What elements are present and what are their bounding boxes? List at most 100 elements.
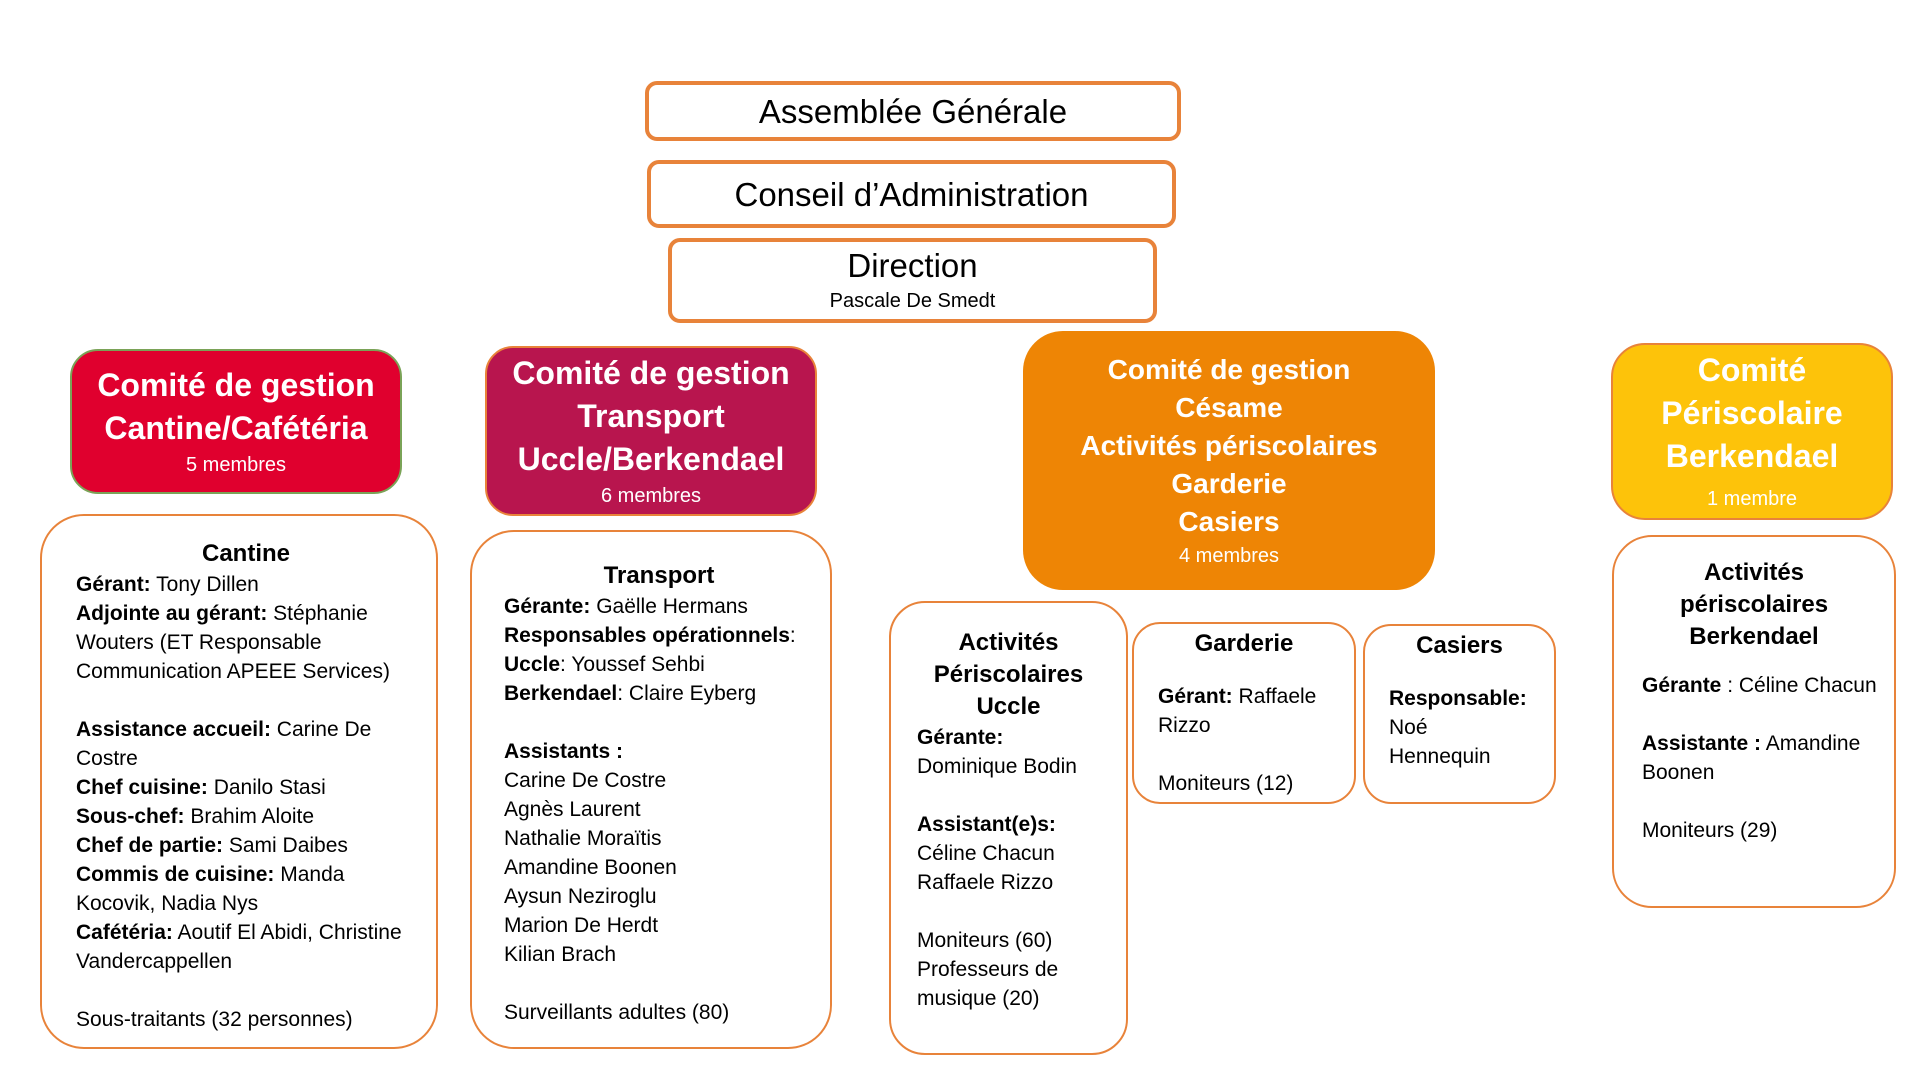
assistant-item: Carine De Costre bbox=[504, 769, 667, 792]
committee-cantine: Comité de gestion Cantine/Cafétéria 5 me… bbox=[70, 349, 402, 494]
unit-title: Activités Périscolaires Uccle bbox=[933, 629, 1084, 720]
row-value: : Youssef Sehbi bbox=[560, 653, 705, 676]
unit-footer: Moniteurs (12) bbox=[1158, 772, 1294, 795]
unit-row: Gérante: bbox=[917, 726, 1004, 749]
committee-members: 1 membre bbox=[1706, 488, 1798, 510]
row-value: Aoutif El Abidi, Christine Vandercappell… bbox=[76, 921, 402, 973]
row-value: Carine De Costre bbox=[76, 718, 372, 770]
unit-casiers: Casiers Responsable: Noé Hennequin bbox=[1363, 624, 1556, 804]
row-label: Gérant: bbox=[76, 573, 151, 596]
row-value: : Claire Eyberg bbox=[617, 682, 757, 705]
committee-members: 6 membres bbox=[600, 484, 702, 507]
unit-row: Cafétéria: Aoutif El Abidi, Christine Va… bbox=[76, 918, 416, 976]
unit-title: Transport bbox=[603, 562, 715, 589]
committee-line: Comité de gestion bbox=[1107, 353, 1351, 385]
direction-name: Pascale De Smedt bbox=[829, 289, 996, 312]
conseil-administration-label: Conseil d’Administration bbox=[734, 175, 1089, 213]
unit-transport: Transport Gérante: Gaëlle Hermans Respon… bbox=[470, 530, 832, 1049]
committee-line: Activités périscolaires bbox=[1080, 429, 1378, 461]
row-value: Danilo Stasi bbox=[207, 776, 326, 799]
row-label: Adjointe au gérant: bbox=[76, 602, 268, 625]
committee-line: Cantine/Cafétéria bbox=[104, 409, 368, 446]
unit-activites-uccle: Activités Périscolaires Uccle Gérante: D… bbox=[889, 601, 1128, 1055]
committee-line: Césame bbox=[1175, 391, 1283, 423]
unit-footer: Moniteurs (60) bbox=[917, 929, 1053, 952]
committee-line: Casiers bbox=[1178, 505, 1280, 537]
direction-box: Direction Pascale De Smedt bbox=[668, 238, 1157, 323]
row-label: Sous-chef: bbox=[76, 805, 185, 828]
assistant-item: Céline Chacun bbox=[917, 842, 1055, 865]
assistant-item: Raffaele Rizzo bbox=[917, 871, 1054, 894]
unit-row: Assistante : Amandine Boonen bbox=[1642, 732, 1861, 784]
row-label: Assistance accueil: bbox=[76, 718, 271, 741]
assistant-item: Kilian Brach bbox=[504, 943, 617, 966]
row-value: Sami Daibes bbox=[223, 834, 348, 857]
row-label: Gérante: bbox=[504, 595, 591, 618]
committee-line: Berkendael bbox=[1665, 438, 1839, 474]
row-label: Uccle bbox=[504, 653, 561, 676]
unit-footer: Professeurs de musique (20) bbox=[917, 958, 1059, 1010]
unit-row: Berkendael: Claire Eyberg bbox=[504, 679, 814, 708]
unit-title: Garderie bbox=[1194, 630, 1294, 657]
unit-row: Gérante : Céline Chacun bbox=[1642, 674, 1877, 697]
unit-row: Assistant(e)s: bbox=[917, 813, 1056, 836]
assistant-item: Marion De Herdt bbox=[504, 914, 659, 937]
committee-periscolaire-berkendael: Comité Périscolaire Berkendael 1 membre bbox=[1611, 343, 1893, 520]
unit-row: Responsables opérationnels: bbox=[504, 621, 814, 650]
assistant-item: Nathalie Moraïtis bbox=[504, 827, 662, 850]
unit-title: Activités périscolaires Berkendael bbox=[1679, 559, 1829, 650]
unit-garderie: Garderie Gérant: Raffaele Rizzo Moniteur… bbox=[1132, 622, 1356, 804]
row-label: Cafétéria: bbox=[76, 921, 173, 944]
unit-row: Uccle: Youssef Sehbi bbox=[504, 650, 814, 679]
unit-row: Gérant: Tony Dillen bbox=[76, 570, 416, 599]
conseil-administration-box: Conseil d’Administration bbox=[647, 160, 1176, 228]
committee-line: Comité de gestion bbox=[97, 366, 375, 403]
unit-footer: Moniteurs (29) bbox=[1642, 819, 1778, 842]
unit-row: Gérant: Raffaele Rizzo bbox=[1158, 685, 1317, 737]
unit-row: Dominique Bodin bbox=[917, 755, 1077, 778]
row-label: Chef de partie: bbox=[76, 834, 224, 857]
row-label: Berkendael bbox=[504, 682, 618, 705]
assistant-item: Agnès Laurent bbox=[504, 798, 641, 821]
unit-footer: Surveillants adultes (80) bbox=[504, 1001, 730, 1024]
unit-row: Noé Hennequin bbox=[1389, 716, 1491, 768]
row-label: Chef cuisine: bbox=[76, 776, 208, 799]
row-value: Stéphanie Wouters (ET Responsable Commun… bbox=[76, 602, 390, 683]
committee-line: Transport bbox=[577, 397, 725, 434]
unit-row: Gérante: Gaëlle Hermans bbox=[504, 592, 814, 621]
unit-activites-berkendael: Activités périscolaires Berkendael Géran… bbox=[1612, 535, 1896, 908]
direction-title: Direction bbox=[847, 246, 978, 284]
unit-footer: Sous-traitants (32 personnes) bbox=[76, 1008, 353, 1031]
committee-line: Garderie bbox=[1171, 467, 1287, 499]
unit-title: Cantine bbox=[201, 540, 290, 567]
assistants-label: Assistants : bbox=[504, 740, 624, 763]
committee-line: Périscolaire bbox=[1661, 395, 1843, 431]
committee-members: 5 membres bbox=[185, 453, 287, 476]
unit-row: Responsable: bbox=[1389, 687, 1527, 710]
unit-row: Sous-chef: Brahim Aloite bbox=[76, 802, 416, 831]
committee-line: Comité de gestion bbox=[512, 354, 790, 391]
unit-row: Chef de partie: Sami Daibes bbox=[76, 831, 416, 860]
row-label: Commis de cuisine: bbox=[76, 863, 275, 886]
unit-row: Assistance accueil: Carine De Costre bbox=[76, 715, 416, 773]
unit-row: Chef cuisine: Danilo Stasi bbox=[76, 773, 416, 802]
assistant-item: Amandine Boonen bbox=[504, 856, 677, 879]
row-value: Brahim Aloite bbox=[184, 805, 315, 828]
committee-cesame: Comité de gestion Césame Activités péris… bbox=[1023, 331, 1435, 590]
row-value: : bbox=[789, 624, 796, 647]
unit-title: Casiers bbox=[1416, 632, 1503, 659]
row-value: Manda Kocovik, Nadia Nys bbox=[76, 863, 345, 915]
unit-row: Commis de cuisine: Manda Kocovik, Nadia … bbox=[76, 860, 416, 918]
committee-transport: Comité de gestion Transport Uccle/Berken… bbox=[485, 346, 817, 516]
assemblee-generale-box: Assemblée Générale bbox=[645, 81, 1181, 141]
assemblee-generale-label: Assemblée Générale bbox=[758, 92, 1068, 130]
row-value: Gaëlle Hermans bbox=[590, 595, 748, 618]
unit-row: Adjointe au gérant: Stéphanie Wouters (E… bbox=[76, 599, 416, 686]
committee-members: 4 membres bbox=[1178, 544, 1280, 567]
committee-line: Uccle/Berkendael bbox=[517, 440, 785, 477]
assistant-item: Aysun Neziroglu bbox=[504, 885, 657, 908]
unit-cantine: Cantine Gérant: Tony Dillen Adjointe au … bbox=[40, 514, 438, 1049]
row-label: Responsables opérationnels bbox=[504, 624, 790, 647]
row-value: Tony Dillen bbox=[150, 573, 259, 596]
committee-line: Comité bbox=[1697, 352, 1807, 388]
